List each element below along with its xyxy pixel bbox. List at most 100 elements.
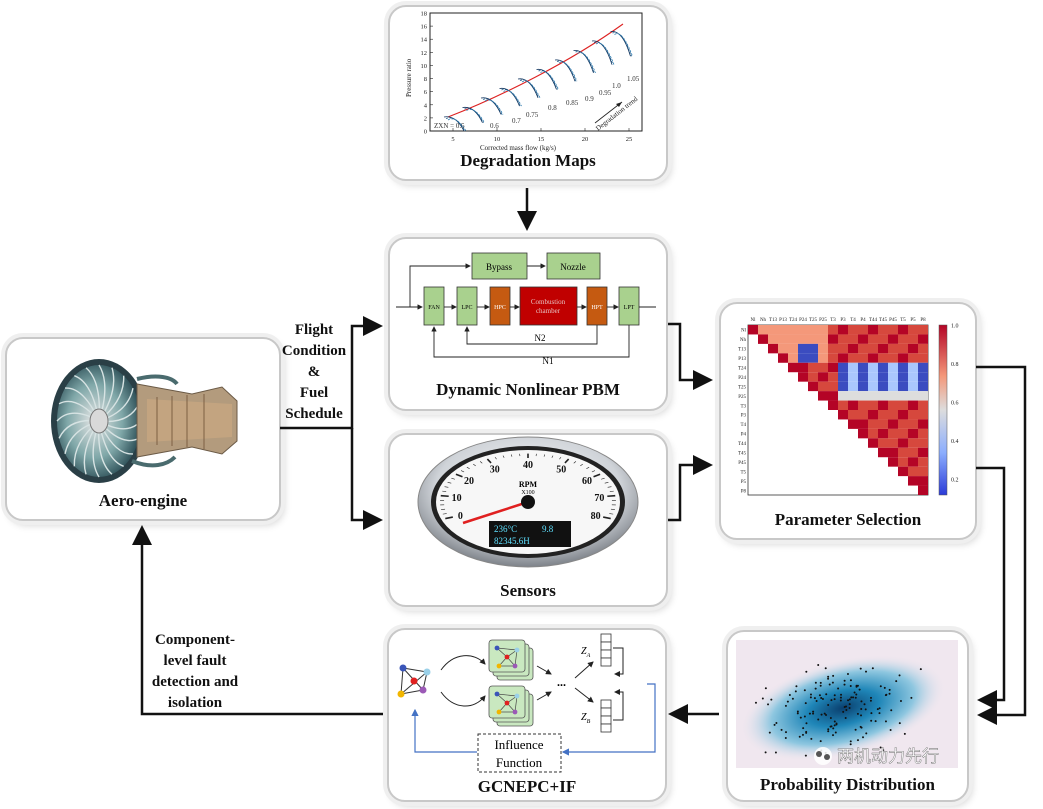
heatmap-row-label: T5: [740, 470, 746, 475]
sample-point: [784, 736, 787, 739]
sample-point: [859, 667, 862, 670]
heatmap-cell: [838, 381, 848, 392]
heatmap-cell: [868, 428, 878, 439]
x-tick-label: 5: [451, 136, 454, 143]
gauge-tick-label: 0: [458, 511, 463, 522]
sample-point: [788, 693, 791, 696]
sample-point: [804, 754, 807, 757]
sample-point: [888, 688, 891, 691]
heatmap-cell: [858, 334, 868, 344]
sample-point: [845, 708, 848, 711]
sample-point: [761, 697, 764, 700]
heatmap-cell: [868, 438, 878, 448]
heatmap-col-label: T13: [769, 318, 778, 323]
influence-label-2: Function: [496, 755, 543, 770]
heatmap-cell: [878, 438, 888, 448]
sample-point: [820, 713, 823, 716]
speed-line: [595, 42, 615, 65]
hpc-block: [489, 286, 511, 326]
sample-point: [839, 696, 842, 699]
heatmap-row-label: T4: [740, 423, 746, 428]
sample-point: [833, 694, 836, 697]
heatmap-cell: [868, 362, 878, 373]
sample-point: [889, 729, 892, 732]
sample-point: [813, 697, 816, 700]
heatmap-cell: [868, 325, 878, 335]
heatmap-cell: [838, 353, 848, 363]
x-tick-label: 25: [626, 136, 633, 143]
heatmap-row-label: P8: [741, 489, 747, 494]
y-tick-label: 8: [424, 76, 427, 83]
heatmap-cell: [778, 325, 788, 335]
heatmap-cell: [908, 476, 918, 486]
x-tick-label: 10: [494, 136, 501, 143]
sample-point: [773, 723, 776, 726]
sample-point: [796, 710, 799, 713]
heatmap-cell: [888, 428, 898, 439]
sample-point: [856, 739, 859, 742]
sample-point: [805, 670, 808, 673]
heatmap-col-label: T25: [809, 318, 818, 323]
influence-label-1: Influence: [494, 737, 543, 752]
heatmap-col-label: T3: [830, 318, 836, 323]
combustion-label-1: Combustion: [531, 298, 566, 306]
heatmap-cell: [838, 400, 848, 410]
heatmap-cell: [878, 325, 888, 335]
sample-point: [879, 685, 882, 688]
speed-label-0-9: 0.9: [585, 95, 594, 103]
heatmap-cell: [798, 362, 808, 373]
gauge-tick-label: 40: [523, 460, 533, 471]
heatmap-cell: [848, 419, 858, 429]
sample-point: [827, 703, 830, 706]
heatmap-cell: [888, 438, 898, 448]
shaft-n1-label: N1: [543, 356, 554, 366]
heatmap-cell: [818, 362, 828, 373]
heatmap-row-label: T45: [738, 452, 747, 457]
speed-line: [614, 33, 633, 57]
sample-point: [764, 687, 767, 690]
sample-point: [809, 693, 812, 696]
heatmap-cell: [848, 334, 858, 344]
y-tick-label: 6: [424, 89, 428, 96]
heatmap-cell: [908, 419, 918, 429]
speed-label-1-0: 1.0: [612, 82, 621, 90]
speed-label-zxn: ZXN = 0.5: [434, 122, 465, 130]
sample-point: [869, 696, 872, 699]
heatmap-cell: [798, 334, 808, 344]
heatmap-row-label: P3: [741, 414, 747, 419]
sample-point: [871, 667, 874, 670]
heatmap-cell: [898, 353, 908, 363]
heatmap-cell: [898, 391, 908, 401]
hpc-label: HPC: [494, 305, 506, 311]
gauge-volt-readout: 9.8: [542, 524, 554, 534]
gcn-node: [504, 654, 510, 660]
gcn-node: [514, 647, 520, 653]
heatmap-cell: [858, 428, 868, 439]
heatmap-row-label: P5: [741, 480, 747, 485]
sample-point: [855, 693, 858, 696]
sample-point: [853, 691, 856, 694]
heatmap-cell: [798, 325, 808, 335]
heatmap-cell: [838, 325, 848, 335]
sample-point: [919, 668, 922, 671]
sample-point: [856, 684, 859, 687]
heatmap-row-label: Nl: [741, 329, 747, 334]
heatmap-cell: [888, 400, 898, 410]
fan-block: [423, 286, 445, 326]
heatmap-cell: [878, 362, 888, 373]
speed-label-0-8: 0.8: [548, 104, 557, 112]
heatmap-cell: [828, 353, 838, 363]
heatmap-cell: [848, 353, 858, 363]
heatmap-cell: [918, 381, 928, 392]
y-tick-label: 12: [421, 50, 428, 57]
heatmap-cell: [758, 325, 768, 335]
heatmap-cell: [898, 362, 908, 373]
sample-point: [888, 692, 891, 695]
sample-point: [848, 698, 851, 701]
sample-point: [791, 697, 794, 700]
input-graph: [397, 664, 431, 698]
speed-line: [540, 71, 559, 90]
heatmap-cell: [908, 372, 918, 382]
heatmap-cell: [918, 325, 928, 335]
sample-point: [812, 712, 815, 715]
